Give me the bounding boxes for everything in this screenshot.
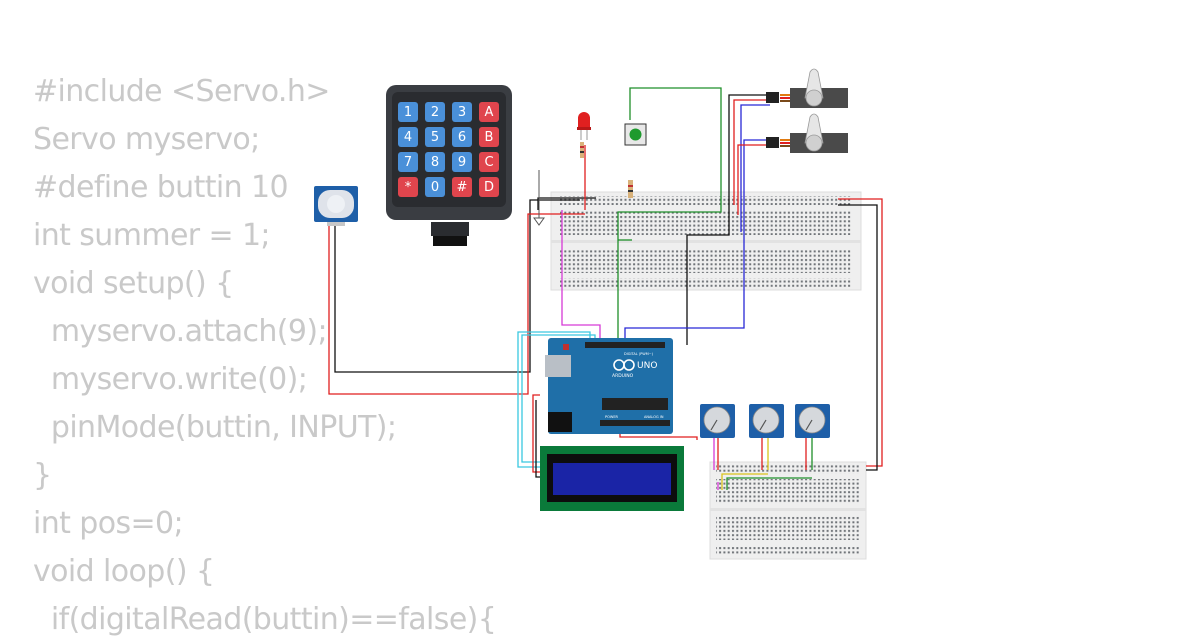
code-line: myservo.attach(9); xyxy=(33,314,328,349)
wiring xyxy=(328,87,883,490)
code-line: myservo.write(0); xyxy=(33,362,308,397)
circuit-diagram: 1 2 3 A 4 5 6 B 7 8 9 C * 0 # D xyxy=(314,68,883,560)
servo-2 xyxy=(766,113,848,153)
wire-led-signal xyxy=(561,210,601,340)
keypad-key-label: C xyxy=(484,155,493,170)
potentiometer-3 xyxy=(795,404,830,438)
keypad-key-label: 6 xyxy=(458,130,466,145)
wire-right-red xyxy=(838,198,883,467)
wire-servo2-signal xyxy=(624,139,770,340)
potentiometer-2 xyxy=(749,404,784,438)
code-listing: #include <Servo.h> Servo myservo; #define … xyxy=(33,68,497,644)
keypad-key: 5 xyxy=(425,127,445,147)
keypad: 1 2 3 A 4 5 6 B 7 8 9 C * 0 # D xyxy=(386,85,512,246)
keypad-key: 3 xyxy=(452,102,472,122)
lcd-display xyxy=(540,446,684,511)
keypad-key: 8 xyxy=(425,152,445,172)
code-line: Servo myservo; xyxy=(33,122,260,157)
wire-pir-power xyxy=(328,213,585,395)
arduino-power-label: POWER xyxy=(605,415,619,419)
ground-symbol xyxy=(533,170,545,226)
wire-servo2-gnd xyxy=(737,144,770,215)
wire-servo1-data xyxy=(740,104,770,232)
wire-lcd-cyan2 xyxy=(517,331,591,468)
keypad-key-label: 3 xyxy=(458,105,466,120)
keypad-key-label: 1 xyxy=(404,105,412,120)
keypad-key-label: 2 xyxy=(431,105,439,120)
breadboard-main xyxy=(550,191,862,291)
code-line: #include <Servo.h> xyxy=(33,74,330,109)
keypad-key: B xyxy=(479,127,499,147)
led-red xyxy=(577,112,591,158)
breadboard-small xyxy=(709,461,867,560)
code-line: int summer = 1; xyxy=(33,218,271,253)
keypad-key-label: 9 xyxy=(458,155,466,170)
wire-button-1 xyxy=(617,87,722,340)
keypad-key: 7 xyxy=(398,152,418,172)
wire-arduino-gnd xyxy=(619,432,698,440)
servo-1 xyxy=(766,68,848,108)
code-line: void loop() { xyxy=(33,554,215,589)
keypad-key-label: B xyxy=(485,130,494,145)
keypad-key-label: A xyxy=(485,105,494,120)
keypad-key-label: 7 xyxy=(404,155,412,170)
code-line: } xyxy=(33,458,52,493)
keypad-key-label: 8 xyxy=(431,155,439,170)
keypad-key-label: # xyxy=(457,180,468,195)
code-line: #define buttin 10 xyxy=(33,170,289,205)
keypad-key-label: 4 xyxy=(404,130,412,145)
keypad-key-label: 5 xyxy=(431,130,439,145)
keypad-keys: 1 2 3 A 4 5 6 B 7 8 9 C * 0 # D xyxy=(398,102,499,197)
keypad-key: * xyxy=(398,177,418,197)
potentiometer-1 xyxy=(700,404,735,438)
keypad-key: D xyxy=(479,177,499,197)
wire-gnd-top xyxy=(537,197,596,210)
keypad-key: 1 xyxy=(398,102,418,122)
wire-right-black xyxy=(838,204,878,471)
wire-pir-signal xyxy=(334,199,580,373)
code-line: int pos=0; xyxy=(33,506,184,541)
arduino-analog-label: ANALOG IN xyxy=(644,415,664,419)
arduino-digital-label: DIGITAL (PWM~) xyxy=(624,352,654,356)
keypad-key-label: * xyxy=(405,180,412,195)
arduino-model: UNO xyxy=(637,361,657,371)
keypad-key: 9 xyxy=(452,152,472,172)
keypad-key-label: 0 xyxy=(431,180,439,195)
pir-sensor xyxy=(314,186,358,226)
keypad-key: 0 xyxy=(425,177,445,197)
keypad-key: 2 xyxy=(425,102,445,122)
keypad-key: A xyxy=(479,102,499,122)
keypad-key: # xyxy=(452,177,472,197)
arduino-uno-board: UNO ARDUINO DIGITAL (PWM~) POWER ANALOG … xyxy=(545,338,673,434)
code-line: void setup() { xyxy=(33,266,234,301)
wire-servo1-power xyxy=(733,99,770,205)
keypad-key: C xyxy=(479,152,499,172)
keypad-key-label: D xyxy=(484,180,494,195)
pushbutton xyxy=(624,123,647,198)
code-line: pinMode(buttin, INPUT); xyxy=(33,410,397,445)
keypad-key: 4 xyxy=(398,127,418,147)
arduino-brand: ARDUINO xyxy=(612,373,634,379)
wire-pot-bus xyxy=(726,477,812,490)
wire-servo1-signal xyxy=(686,94,770,345)
wire-pot-bus2 xyxy=(721,473,768,490)
keypad-key: 6 xyxy=(452,127,472,147)
